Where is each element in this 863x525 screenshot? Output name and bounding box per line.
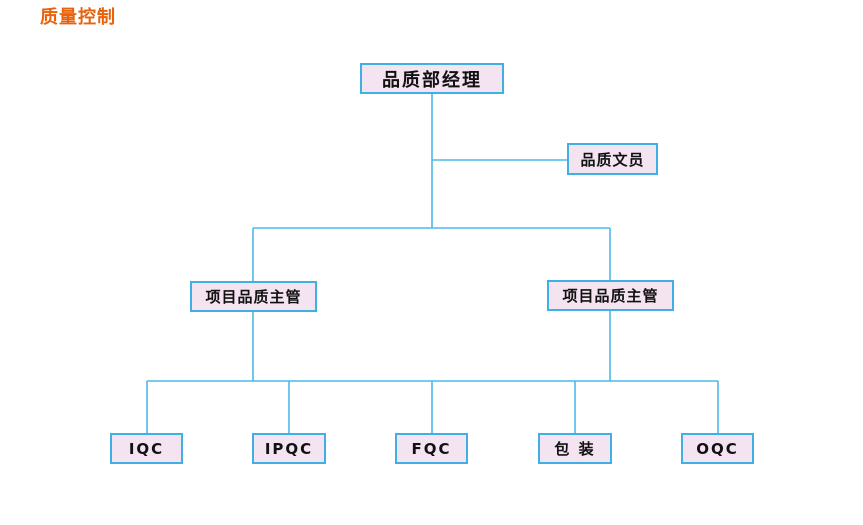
node-oqc: OQC: [681, 433, 754, 464]
node-project-quality-supervisor-left: 项目品质主管: [190, 281, 317, 312]
node-project-quality-supervisor-right: 项目品质主管: [547, 280, 674, 311]
node-iqc: IQC: [110, 433, 183, 464]
node-ipqc: IPQC: [252, 433, 326, 464]
node-packaging: 包 装: [538, 433, 612, 464]
node-fqc: FQC: [395, 433, 468, 464]
node-quality-clerk: 品质文员: [567, 143, 658, 175]
node-quality-manager: 品质部经理: [360, 63, 504, 94]
page-title: 质量控制: [40, 7, 116, 28]
